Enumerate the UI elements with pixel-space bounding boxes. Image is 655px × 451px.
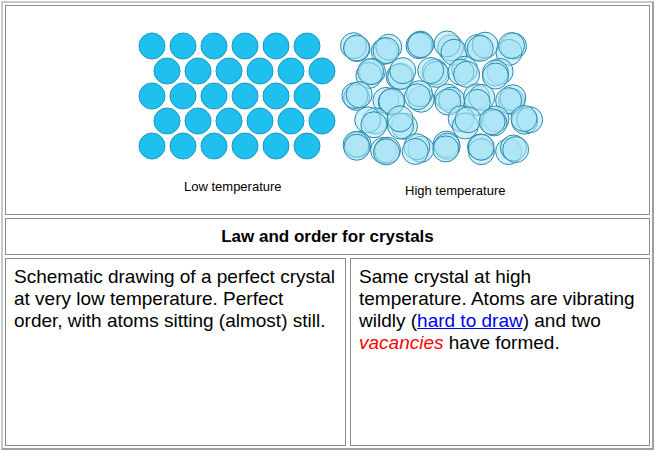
atom xyxy=(294,133,320,159)
atom xyxy=(170,83,196,109)
atom xyxy=(294,83,320,109)
vibrating-atom xyxy=(455,107,481,133)
atom xyxy=(309,108,335,134)
vibrating-atom xyxy=(503,137,529,163)
vibrating-atom xyxy=(407,31,433,57)
atom xyxy=(278,108,304,134)
atom xyxy=(139,83,165,109)
vibrating-atom xyxy=(346,82,372,108)
vibrating-atom xyxy=(467,134,493,160)
description-cell: Same crystal at high temperature. Atoms … xyxy=(350,258,650,446)
atom xyxy=(247,58,273,84)
atom xyxy=(170,133,196,159)
caption-heading-cell: Law and order for crystals xyxy=(5,218,650,255)
atom xyxy=(232,133,258,159)
atom xyxy=(154,58,180,84)
vibrating-atom xyxy=(402,138,428,164)
atom xyxy=(247,108,273,134)
vibrating-atom xyxy=(390,58,416,84)
atom xyxy=(309,58,335,84)
vibrating-atom xyxy=(418,58,444,84)
caption-heading: Law and order for crystals xyxy=(221,227,434,247)
vibrating-atom xyxy=(468,134,494,160)
vibrating-atom xyxy=(358,59,384,85)
vibrating-atom xyxy=(387,106,413,132)
atom xyxy=(185,58,211,84)
description-cell: Schematic drawing of a perfect crystal a… xyxy=(5,258,346,446)
atom xyxy=(263,133,289,159)
vibrating-atom xyxy=(404,84,430,110)
atom xyxy=(263,33,289,59)
atom xyxy=(263,83,289,109)
description-text: Same crystal at high temperature. Atoms … xyxy=(351,259,649,361)
vibrating-atom xyxy=(479,109,505,135)
vibrating-atom xyxy=(499,33,525,59)
atom xyxy=(216,58,242,84)
vibrating-atom xyxy=(433,136,459,162)
atom xyxy=(139,133,165,159)
vibrating-atom xyxy=(344,134,370,160)
atom xyxy=(232,83,258,109)
atom xyxy=(278,58,304,84)
atom xyxy=(216,108,242,134)
vibrating-atom xyxy=(408,32,434,58)
atom xyxy=(170,33,196,59)
atom xyxy=(232,33,258,59)
atom xyxy=(185,108,211,134)
atom xyxy=(154,108,180,134)
description-text: Schematic drawing of a perfect crystal a… xyxy=(6,259,345,339)
vibrating-atom xyxy=(511,106,537,132)
atom xyxy=(201,133,227,159)
atom xyxy=(294,33,320,59)
atom xyxy=(201,33,227,59)
vibrating-atom xyxy=(343,35,369,61)
vibrating-atom xyxy=(374,139,400,165)
temperature-label: High temperature xyxy=(405,183,505,198)
atom xyxy=(201,83,227,109)
temperature-label: Low temperature xyxy=(184,179,282,194)
vibrating-atom xyxy=(344,36,370,62)
atom xyxy=(139,33,165,59)
